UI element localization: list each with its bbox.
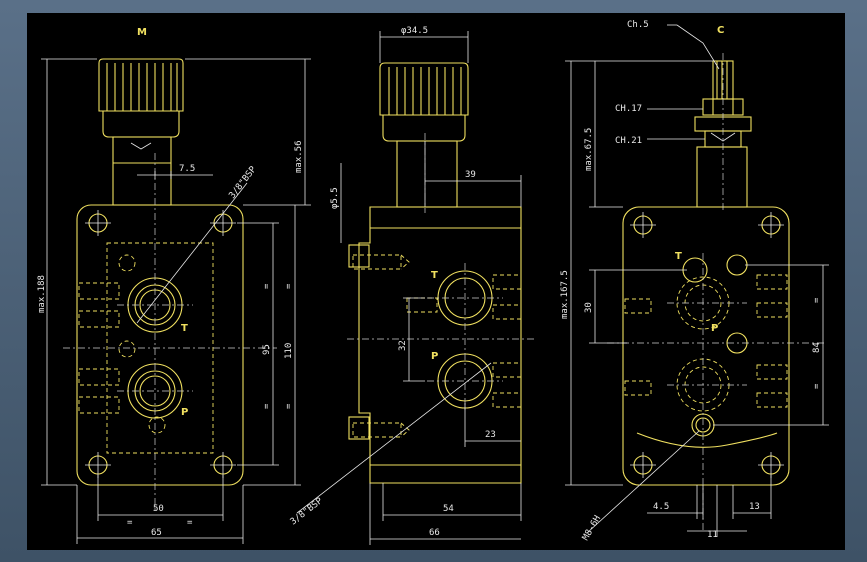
- dim-32: 32: [398, 340, 408, 351]
- eq-f: =: [187, 518, 193, 528]
- dim-95: 95: [262, 344, 272, 355]
- thread-m8: M8-6H: [581, 514, 603, 542]
- label-ch-21: CH.21: [615, 136, 642, 146]
- dim-max-167-5: max.167.5: [560, 270, 570, 319]
- eq-c: =: [284, 283, 294, 289]
- dim-50: 50: [153, 504, 164, 514]
- dim-phi-5-5: φ5.5: [330, 187, 340, 209]
- dim-4-5: 4.5: [653, 502, 669, 512]
- thread-mid: 3/8"BSP: [289, 496, 326, 528]
- right-port-t-label: T: [675, 251, 682, 262]
- dim-65: 65: [151, 528, 162, 538]
- dim-max-67-5: max.67.5: [584, 128, 594, 171]
- dim-max-56: max.56: [294, 140, 304, 173]
- right-view: max.167.5 max.67.5 30 84 = = 4.5 13 11 M…: [560, 20, 829, 543]
- eq-g: =: [812, 297, 822, 303]
- middle-knob: [379, 62, 469, 142]
- dim-23: 23: [485, 430, 496, 440]
- dim-11: 11: [707, 530, 718, 540]
- eq-h: =: [812, 383, 822, 389]
- port-c-label: C: [717, 25, 724, 36]
- eq-a: =: [262, 283, 272, 289]
- middle-port-t-label: T: [431, 270, 438, 281]
- port-m-label: M: [137, 27, 147, 38]
- dim-110: 110: [284, 343, 294, 359]
- dim-30: 30: [584, 302, 594, 313]
- label-ch-5: Ch.5: [627, 20, 649, 30]
- middle-view: φ34.5 39 φ5.5 32 23 54 66 3/8"BSP T P: [289, 26, 537, 545]
- dim-54: 54: [443, 504, 454, 514]
- dim-13: 13: [749, 502, 760, 512]
- right-port-p-label: P: [711, 323, 718, 334]
- left-view: max.188 max.56 7.5 3/8"BSP 95 = = 110 = …: [37, 27, 311, 544]
- eq-d: =: [284, 403, 294, 409]
- dim-66: 66: [429, 528, 440, 538]
- dim-7-5: 7.5: [179, 164, 195, 174]
- dim-max-188: max.188: [37, 275, 47, 313]
- eq-b: =: [262, 403, 272, 409]
- eq-e: =: [127, 518, 133, 528]
- dim-84: 84: [812, 342, 822, 353]
- drawing-canvas[interactable]: max.188 max.56 7.5 3/8"BSP 95 = = 110 = …: [27, 13, 845, 550]
- left-knob: [98, 58, 184, 138]
- left-port-p-label: P: [181, 407, 188, 418]
- label-ch-17: CH.17: [615, 104, 642, 114]
- middle-port-p-label: P: [431, 351, 438, 362]
- dim-phi-34-5: φ34.5: [401, 26, 428, 36]
- dim-39: 39: [465, 170, 476, 180]
- thread-left: 3/8"BSP: [227, 164, 259, 201]
- left-port-t-label: T: [181, 323, 188, 334]
- cad-drawing: max.188 max.56 7.5 3/8"BSP 95 = = 110 = …: [37, 20, 829, 545]
